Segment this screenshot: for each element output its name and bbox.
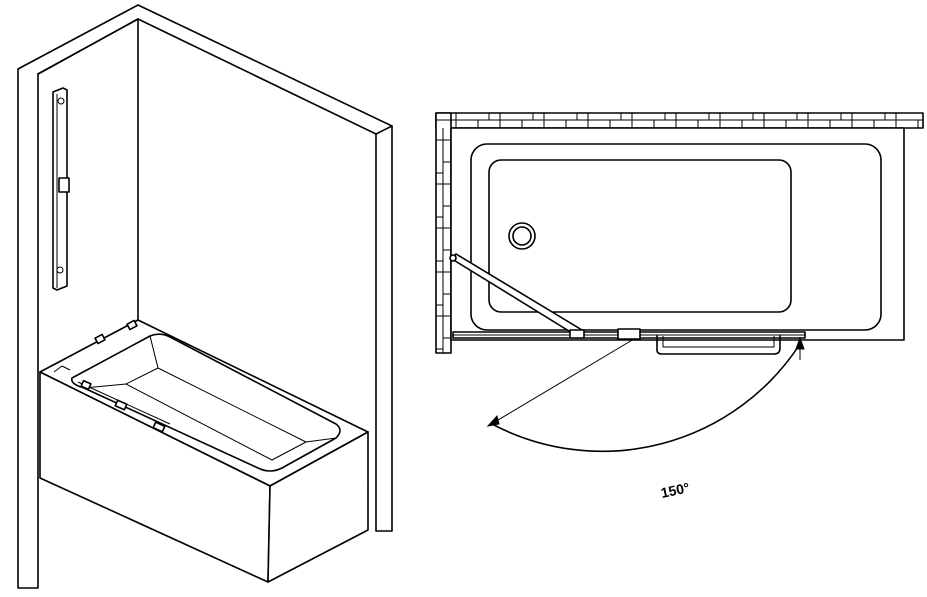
drain-icon <box>508 222 536 250</box>
glass-panel-open <box>449 253 585 339</box>
bath-plan <box>450 127 905 341</box>
wall-profile <box>52 87 70 291</box>
bathtub <box>39 319 369 583</box>
screen-track <box>452 328 806 355</box>
isometric-view <box>17 4 393 589</box>
angle-label: 150° <box>659 479 691 501</box>
wall-panel <box>17 4 393 589</box>
plan-view: 150° <box>435 112 924 501</box>
angle-dimension: 150° <box>486 336 805 501</box>
